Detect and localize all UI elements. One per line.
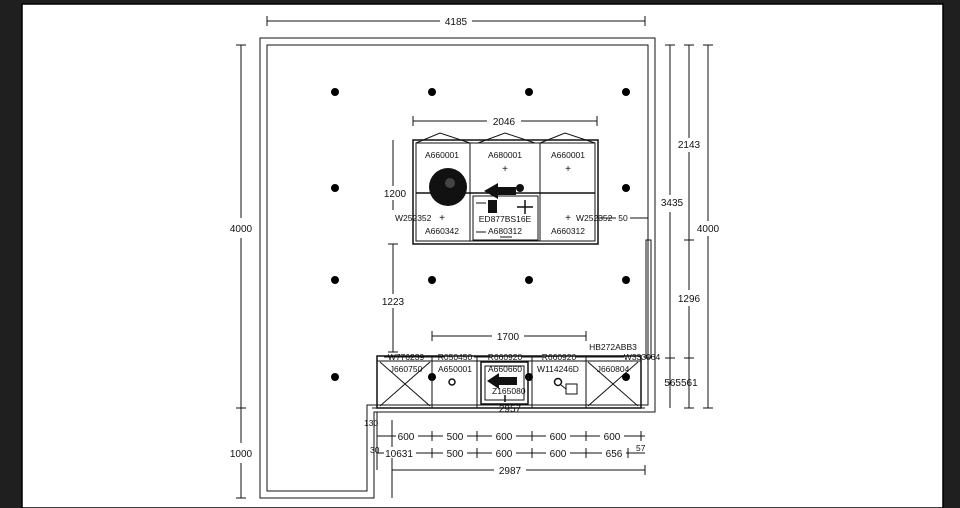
svg-text:+: + bbox=[439, 213, 445, 224]
dim-offset-30: 30 bbox=[370, 445, 380, 455]
dim-right-bottom: 565561 bbox=[664, 378, 698, 389]
dim-left-height: 4000 bbox=[230, 224, 253, 235]
dim-right-mid: 3435 bbox=[661, 198, 684, 209]
dim-row2-4: 600 bbox=[550, 449, 567, 460]
ceiling-light bbox=[622, 276, 630, 284]
island-top-1: A660001 bbox=[425, 150, 459, 160]
run-top-code-1: W776239 bbox=[388, 352, 425, 362]
svg-text:+: + bbox=[502, 164, 508, 175]
bottom-run: 1700 W776239 R050450 R660920 R660920 W33… bbox=[372, 331, 660, 415]
island-side-left: W252352 bbox=[395, 213, 432, 223]
island-arrow-icon bbox=[484, 183, 516, 199]
ceiling-light bbox=[525, 88, 533, 96]
run-unit-5: J660804 bbox=[597, 364, 630, 374]
dimension-right: 2143 3435 4000 1296 565561 bbox=[661, 44, 720, 409]
dim-bottom-total: 2987 bbox=[499, 466, 522, 477]
dimension-bottom: 130 30 600 500 600 600 600 10631 500 bbox=[364, 412, 646, 498]
dim-row1-3: 600 bbox=[496, 432, 513, 443]
svg-text:+: + bbox=[565, 164, 571, 175]
run-top-code-4: R660920 bbox=[542, 352, 577, 362]
dimension-top: 4185 bbox=[266, 16, 646, 28]
dim-left-lower: 1000 bbox=[230, 449, 253, 460]
ceiling-light bbox=[331, 276, 339, 284]
dim-island-width: 2046 bbox=[493, 117, 516, 128]
room-wall-inner bbox=[266, 44, 649, 492]
run-top-code-3: R660920 bbox=[488, 352, 523, 362]
dim-right-lower: 1296 bbox=[678, 294, 701, 305]
run-top-code-5: W333064 bbox=[624, 352, 661, 362]
dimension-left: 4000 1000 bbox=[230, 44, 253, 499]
paper-background bbox=[21, 3, 944, 508]
run-top-code-2: R050450 bbox=[438, 352, 473, 362]
dim-run-top: 1700 bbox=[497, 332, 520, 343]
island-bottom-3: A660312 bbox=[551, 226, 585, 236]
dim-top-width: 4185 bbox=[445, 17, 468, 28]
ceiling-light bbox=[428, 88, 436, 96]
dim-row2-2: 500 bbox=[447, 449, 464, 460]
dim-row1-4: 600 bbox=[550, 432, 567, 443]
dim-island-run-gap: 1223 bbox=[382, 297, 405, 308]
dim-right-height: 4000 bbox=[697, 224, 720, 235]
ceiling-light bbox=[622, 184, 630, 192]
room-wall-outer bbox=[259, 37, 656, 499]
ceiling-light bbox=[525, 276, 533, 284]
island-side-right: W252352 bbox=[576, 213, 613, 223]
island-top-3: A660001 bbox=[551, 150, 585, 160]
dim-row1-5: 600 bbox=[604, 432, 621, 443]
ceiling-light bbox=[331, 184, 339, 192]
sink-arrow-icon bbox=[487, 373, 517, 389]
run-unit-3: A660660 bbox=[488, 364, 522, 374]
dim-row2-end: 57 bbox=[636, 443, 646, 453]
svg-text:+: + bbox=[565, 213, 571, 224]
ceiling-light bbox=[331, 373, 339, 381]
run-unit-1: J660750 bbox=[390, 364, 423, 374]
dim-row2-3: 600 bbox=[496, 449, 513, 460]
run-hood-code: HB272ABB3 bbox=[589, 342, 637, 352]
island: 2046 + + + + A660001 A680001 A bbox=[382, 116, 648, 353]
dim-row2-5: 656 bbox=[606, 449, 623, 460]
dim-island-right-gap: 50 bbox=[618, 213, 628, 223]
dim-run-width: 2957 bbox=[499, 404, 522, 415]
ceiling-light bbox=[622, 88, 630, 96]
dim-row1-1: 600 bbox=[398, 432, 415, 443]
dim-offset-130: 130 bbox=[364, 418, 378, 428]
run-sink-code: Z165080 bbox=[492, 386, 526, 396]
island-bottom-2: A680312 bbox=[488, 226, 522, 236]
run-unit-4: W114246D bbox=[537, 364, 579, 374]
ceiling-light bbox=[622, 373, 630, 381]
island-top-2: A680001 bbox=[488, 150, 522, 160]
ceiling-light bbox=[331, 88, 339, 96]
island-hob-code: ED877BS16E bbox=[479, 214, 532, 224]
island-bottom-1: A660342 bbox=[425, 226, 459, 236]
ceiling-light bbox=[525, 373, 533, 381]
run-unit-2: A650001 bbox=[438, 364, 472, 374]
dim-right-upper: 2143 bbox=[678, 140, 701, 151]
ceiling-light bbox=[428, 276, 436, 284]
dim-island-top-gap: 1200 bbox=[384, 189, 407, 200]
dim-row2-1: 10631 bbox=[385, 449, 413, 460]
ceiling-lights bbox=[331, 88, 630, 381]
wall-pipe bbox=[645, 239, 652, 359]
dim-row1-2: 500 bbox=[447, 432, 464, 443]
